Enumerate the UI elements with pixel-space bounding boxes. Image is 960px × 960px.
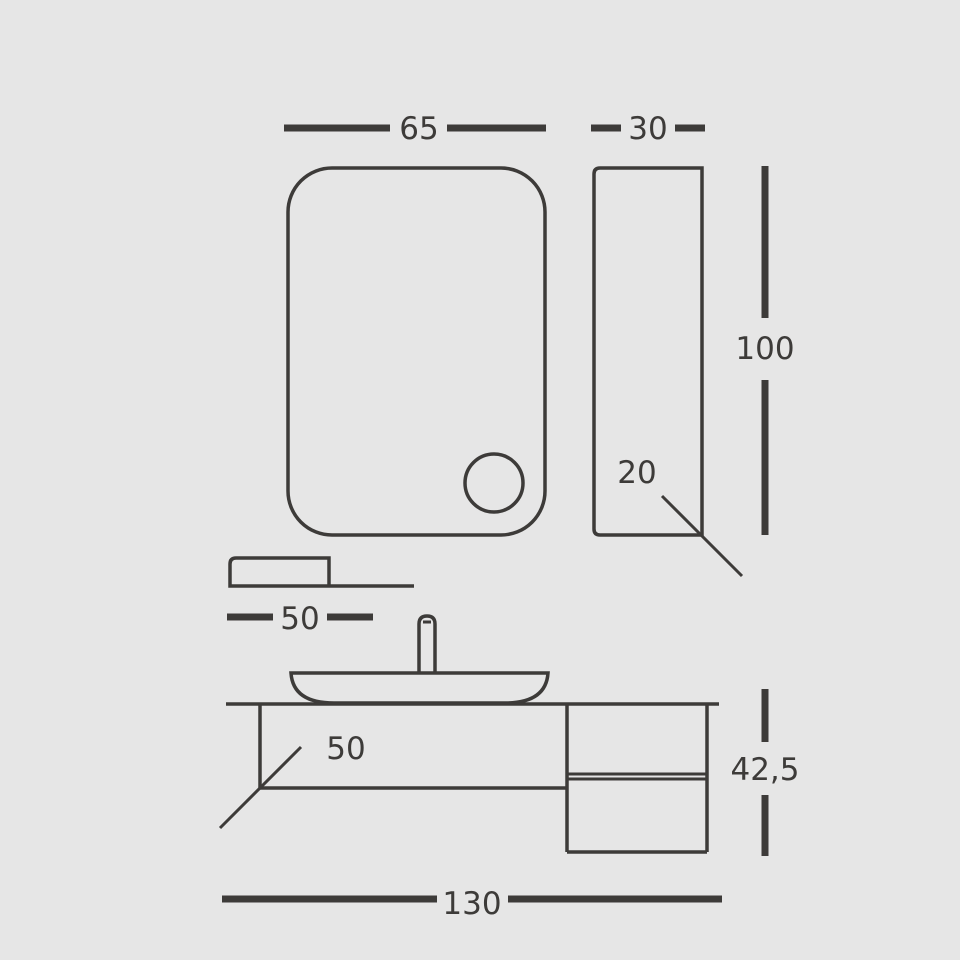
overall-width-label: 130 — [442, 886, 501, 922]
vanity — [226, 702, 719, 854]
cabinet-depth-dimension: 30 — [591, 111, 705, 147]
tall-cabinet-outline — [592, 166, 704, 537]
diagonal-leader-line — [218, 745, 303, 830]
shelf-width-label: 50 — [280, 601, 319, 637]
vanity-depth-dimension: 50 — [218, 731, 366, 830]
basin-outline — [289, 671, 550, 705]
diagonal-leader-line — [660, 494, 744, 578]
mirror — [286, 166, 547, 537]
magnifying-mirror — [463, 452, 525, 514]
faucet-outline — [417, 614, 437, 672]
wall-shelf — [228, 556, 414, 588]
shelf-outline — [228, 556, 414, 588]
tall-height-label: 100 — [735, 331, 794, 367]
cabinet-side-depth-dimension: 20 — [617, 455, 744, 578]
mirror-outline — [286, 166, 547, 537]
tall-height-dimension: 100 — [735, 166, 795, 535]
cabinet-side-depth-label: 20 — [617, 455, 656, 491]
mirror-width-label: 65 — [399, 111, 438, 147]
drawer-divider — [565, 772, 709, 781]
mirror-width-dimension: 65 — [284, 111, 546, 147]
vanity-height-dimension: 42,5 — [730, 689, 800, 856]
tall-cabinet — [592, 166, 704, 537]
basin — [289, 671, 550, 705]
faucet — [417, 614, 437, 672]
shelf-width-dimension: 50 — [227, 601, 373, 637]
overall-width-dimension: 130 — [222, 886, 722, 922]
vanity-depth-label: 50 — [326, 731, 365, 767]
vanity-height-label: 42,5 — [730, 752, 799, 788]
cabinet-depth-label: 30 — [628, 111, 667, 147]
